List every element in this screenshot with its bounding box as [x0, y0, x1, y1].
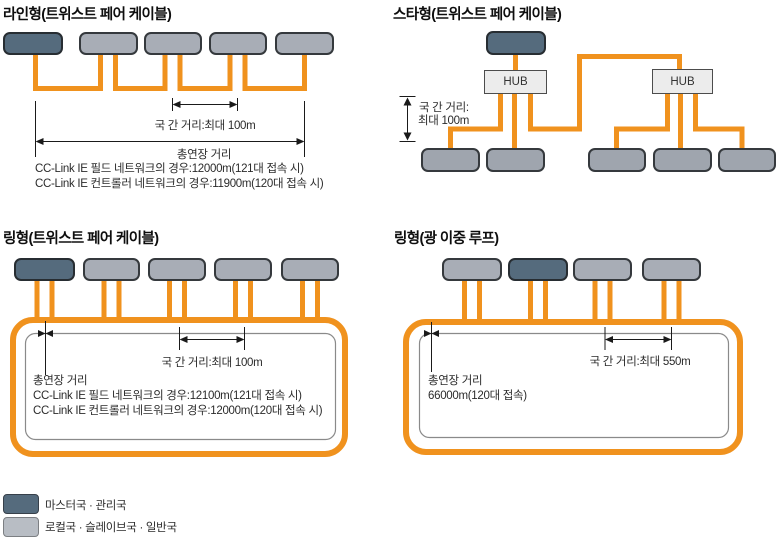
station-distance-label-line1: 국 간 거리: — [419, 102, 469, 114]
station-node — [653, 148, 712, 172]
station-node — [486, 148, 545, 172]
master-station-node — [508, 258, 568, 281]
hub2-box: HUB — [652, 69, 713, 94]
station-node — [442, 258, 502, 281]
ring-optical-artwork — [403, 279, 743, 455]
arrowhead — [403, 132, 412, 141]
ring-length-loop — [418, 332, 730, 439]
cable-segment — [242, 50, 307, 91]
detail-line: CC-Link IE 필드 네트워크의 경우:12000m(121대 접속 시) — [35, 163, 304, 175]
cable-segment — [33, 50, 103, 91]
ring-tp-stubs — [34, 279, 320, 321]
ring-tp-artwork — [10, 279, 348, 457]
hub-label: HUB — [503, 76, 528, 88]
station-node — [144, 32, 202, 55]
detail-line: CC-Link IE 필드 네트워크의 경우:12100m(121대 접속 시) — [33, 390, 302, 402]
arrowhead — [172, 101, 181, 108]
station-node — [214, 258, 272, 281]
station-node — [148, 258, 206, 281]
station-node — [275, 32, 334, 55]
hub1-box: HUB — [484, 70, 547, 94]
ring-length-loop — [24, 332, 337, 441]
cable-hub1-hub2 — [528, 54, 682, 132]
arrowhead — [663, 336, 672, 343]
star-cables — [448, 53, 745, 150]
ring-tp-panel-title: 링형(트위스트 페어 케이블) — [3, 231, 159, 247]
detail-line: CC-Link IE 컨트롤러 네트워크의 경우:12000m(120대 접속 … — [33, 405, 323, 417]
ring-cable — [403, 319, 743, 455]
star-measure-arrows — [399, 96, 416, 142]
station-distance-label-line2: 최대 100m — [418, 115, 470, 127]
station-node — [573, 258, 632, 281]
total-distance-label: 총연장 거리 — [428, 375, 483, 387]
station-node — [718, 148, 776, 172]
ring-optical-measure — [424, 322, 672, 372]
line-panel-title: 라인형(트위스트 페어 케이블) — [3, 7, 172, 23]
legend-master-label: 마스터국 · 관리국 — [45, 500, 127, 512]
station-node — [209, 32, 267, 55]
station-distance-label: 국 간 거리:최대 100m — [161, 357, 263, 369]
star-panel-title: 스타형(트위스트 페어 케이블) — [393, 7, 562, 23]
arrowhead — [229, 101, 238, 108]
cable-hub1-station1 — [448, 91, 503, 150]
total-distance-label: 총연장 거리 — [33, 375, 88, 387]
arrowhead — [431, 330, 439, 337]
legend-local-label: 로컬국 · 슬레이브국 · 일반국 — [45, 522, 177, 534]
ring-optical-panel-title: 링형(광 이중 루프) — [394, 231, 499, 247]
station-node — [281, 258, 339, 281]
station-node — [588, 148, 646, 172]
cable-hub2-station5 — [693, 91, 745, 150]
cable-segment — [177, 50, 233, 91]
ring-cable — [10, 317, 348, 457]
station-distance-label: 국 간 거리:최대 100m — [154, 120, 256, 132]
detail-line: 66000m(120대 접속) — [428, 390, 527, 402]
ring-tp-measure — [38, 321, 245, 375]
arrowhead — [38, 330, 46, 337]
total-distance-label: 총연장 거리 — [176, 149, 232, 161]
hub-label: HUB — [670, 75, 695, 88]
arrowhead — [403, 97, 412, 106]
ring-optical-stubs — [462, 279, 682, 323]
master-station-node — [3, 32, 63, 55]
master-station-node — [486, 31, 546, 55]
legend-master-swatch — [3, 494, 39, 514]
station-node — [642, 258, 701, 281]
master-station-node — [14, 258, 75, 281]
cable-segment — [113, 50, 168, 91]
station-node — [79, 32, 138, 55]
legend-local-swatch — [3, 517, 39, 537]
line-cables — [33, 50, 307, 91]
station-distance-label: 국 간 거리:최대 550m — [589, 356, 691, 368]
station-node — [83, 258, 140, 281]
arrowhead — [179, 336, 188, 343]
arrowhead — [296, 138, 305, 145]
detail-line: CC-Link IE 컨트롤러 네트워크의 경우:11900m(120대 접속 … — [35, 178, 324, 190]
cable-hub2-station3 — [614, 91, 670, 150]
line-measure-arrows — [35, 98, 305, 157]
arrowhead — [424, 330, 432, 337]
arrowhead — [605, 336, 613, 343]
arrowhead — [236, 336, 245, 343]
arrowhead — [45, 330, 53, 337]
arrowhead — [35, 138, 44, 145]
station-node — [421, 148, 480, 172]
